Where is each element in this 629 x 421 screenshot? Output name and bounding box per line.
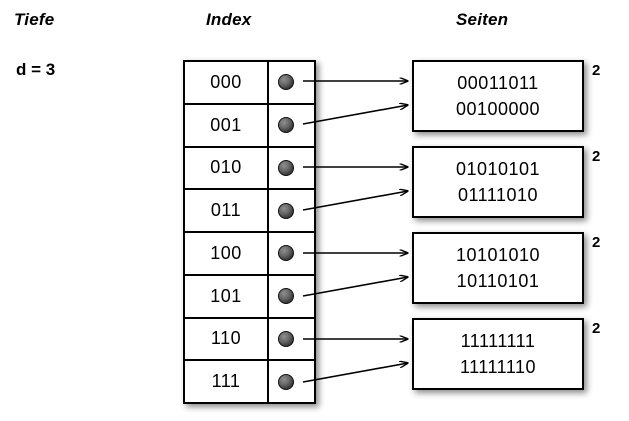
index-key: 111 [185,361,269,402]
column-heading-pages: Seiten [456,10,509,29]
page-record: 11111110 [459,357,537,377]
pointer-dot-icon [278,245,294,262]
index-key: 110 [185,318,269,360]
page-box[interactable]: 00011011 00100000 [412,60,584,132]
index-row[interactable]: 000 [185,62,314,105]
pointer-dot-icon [278,74,294,91]
pointer-dot-icon [278,330,294,347]
index-pointer-cell[interactable] [269,62,314,103]
pointer-dot-icon [278,373,294,390]
index-table: 000 001 010 011 100 [183,60,316,404]
page-box[interactable]: 01010101 01111010 [412,146,584,218]
index-key: 000 [185,62,269,103]
page-record: 00100000 [455,99,541,119]
global-depth-label: d = 3 [16,60,56,79]
pointer-dot-icon [278,202,294,219]
index-pointer-cell[interactable] [269,190,314,231]
index-key: 101 [185,275,269,317]
column-heading-index: Index [206,10,252,29]
pointer-arrow [302,191,408,211]
index-key: 011 [185,190,269,231]
pointer-arrow [302,363,408,383]
index-key: 001 [185,104,269,146]
page-record: 01010101 [455,158,541,179]
index-row[interactable]: 010 [185,147,314,191]
index-row[interactable]: 011 [185,190,314,233]
index-pointer-cell[interactable] [269,319,314,360]
local-depth-label: 2 [592,320,601,337]
page-record: 10101010 [455,244,541,265]
index-row[interactable]: 110 [185,318,314,362]
pointer-dot-icon [278,288,294,305]
index-row[interactable]: 001 [185,104,314,148]
index-pointer-cell[interactable] [269,233,314,274]
page-record: 01111010 [457,185,539,205]
local-depth-label: 2 [592,234,601,251]
page-record: 11111111 [460,330,536,351]
page-record: 10110101 [456,271,540,291]
index-row[interactable]: 101 [185,275,314,319]
index-pointer-cell[interactable] [269,148,314,189]
local-depth-label: 2 [592,62,601,79]
pointer-arrow [302,105,408,125]
page-box[interactable]: 10101010 10110101 [412,232,584,304]
index-row[interactable]: 111 [185,361,314,402]
index-row[interactable]: 100 [185,233,314,276]
index-pointer-cell[interactable] [269,361,314,402]
pointer-arrow [302,277,408,297]
local-depth-label: 2 [592,148,601,165]
page-box[interactable]: 11111111 11111110 [412,318,584,390]
pointer-dot-icon [278,159,294,176]
column-heading-depth: Tiefe [14,10,55,29]
index-key: 100 [185,233,269,274]
pointer-dot-icon [278,117,294,134]
index-key: 010 [185,147,269,189]
page-record: 00011011 [457,72,539,93]
index-pointer-cell[interactable] [269,276,314,317]
index-pointer-cell[interactable] [269,105,314,146]
